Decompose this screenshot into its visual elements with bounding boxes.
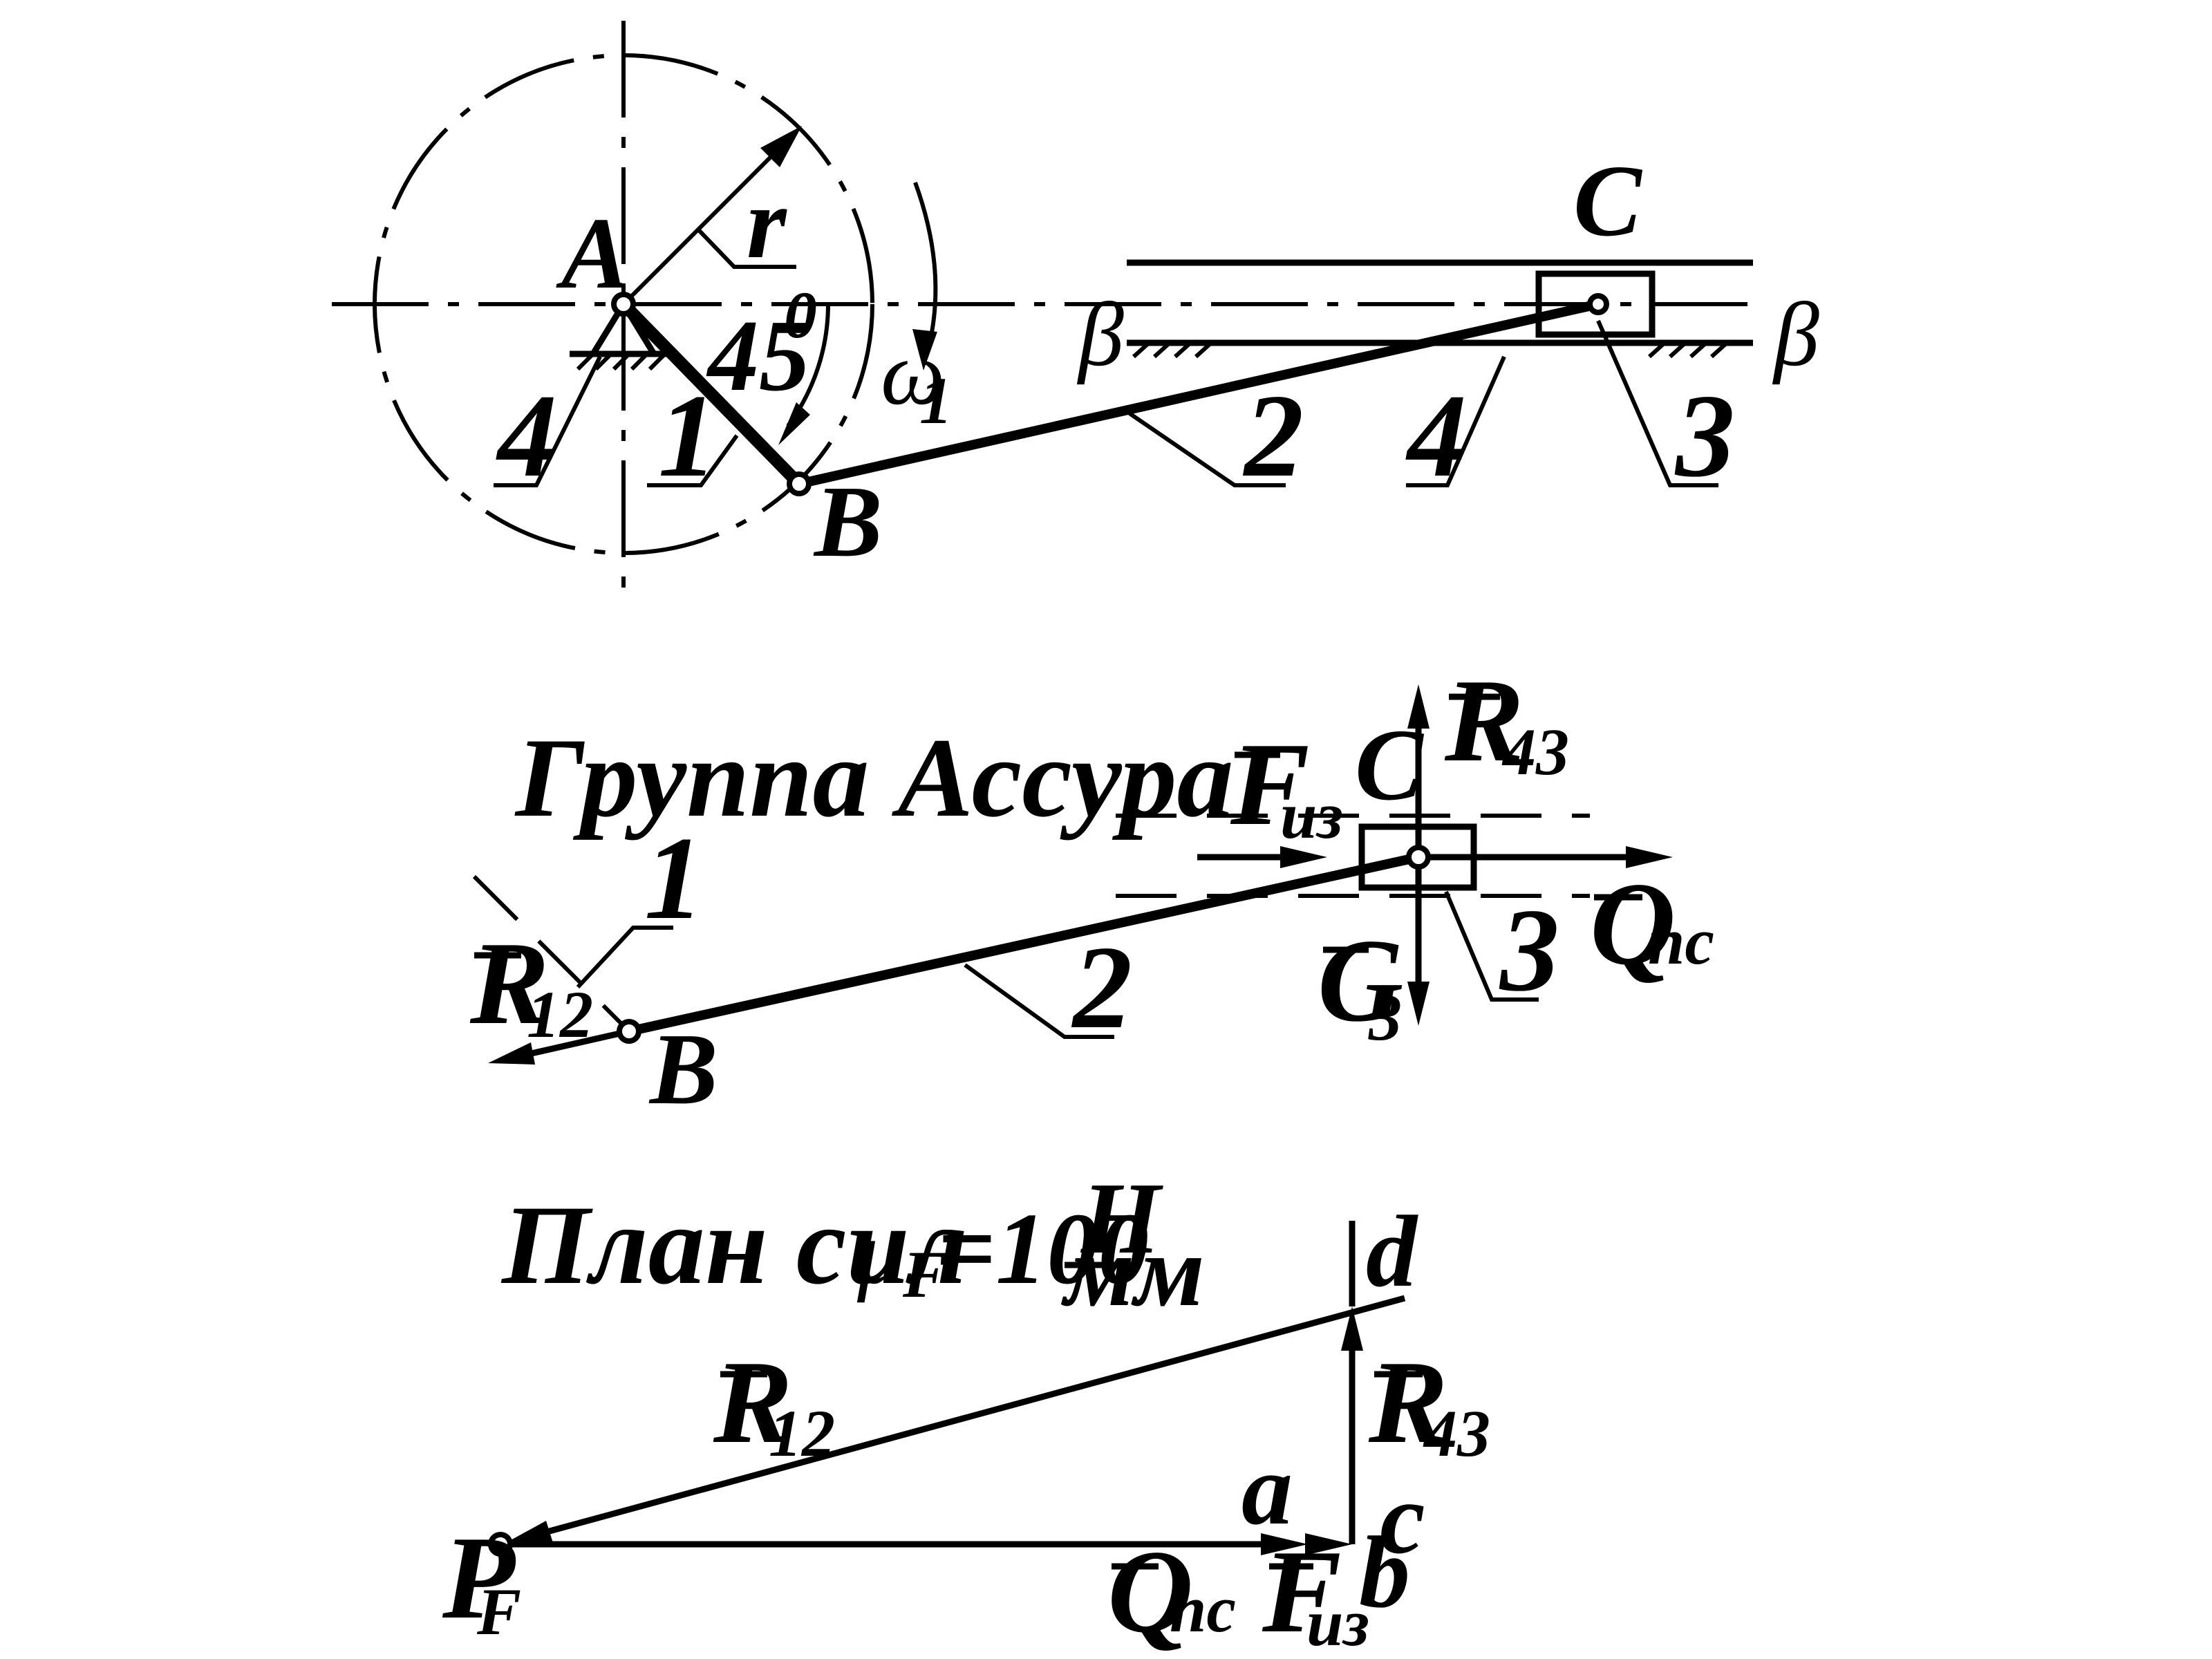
plan-qps-label: Q — [1107, 1526, 1193, 1658]
assur-joint-b — [617, 1019, 641, 1044]
g3-label: G — [1318, 915, 1403, 1047]
g3-subscript: 3 — [1368, 980, 1402, 1054]
scale-unit-denominator: мм — [1060, 1215, 1205, 1328]
joint-b — [787, 471, 812, 496]
guide-hatching-left — [1132, 342, 1212, 359]
qps-label: Q — [1590, 859, 1676, 990]
plan-r12-arrowhead — [503, 1521, 553, 1544]
leader-link-4-right — [1406, 355, 1506, 487]
finertia-label: F — [1230, 719, 1310, 850]
assur-point-b-label: B — [648, 1013, 718, 1126]
plan-finertia-subscript: из — [1306, 1586, 1369, 1659]
r43-label: R — [1444, 655, 1524, 787]
r12-subscript: 12 — [527, 977, 593, 1051]
link-3-label: 3 — [1674, 371, 1735, 502]
angle-arc-arrowhead — [778, 402, 810, 445]
link-4-left-label: 4 — [496, 371, 557, 502]
assur-joint-c — [1406, 845, 1431, 870]
finertia-arrowhead — [1280, 846, 1327, 868]
r12-label: R — [469, 918, 550, 1049]
link-2-label: 2 — [1242, 371, 1304, 502]
force-plan-diagram: План сил μ F =100 Н мм P F a b c d R 12 … — [442, 1162, 1490, 1659]
link-1-label: 1 — [658, 371, 718, 502]
angle-value-label: 45 — [706, 299, 810, 413]
plan-qps-arrowhead — [1261, 1533, 1308, 1555]
scale-mu-label: μ — [856, 1201, 903, 1303]
qps-subscript: пс — [1648, 904, 1714, 978]
plan-pole-subscript: F — [476, 1575, 521, 1649]
assur-group-title: Группа Ассура — [514, 715, 1234, 841]
plan-r12-subscript: 12 — [769, 1396, 835, 1470]
assur-leader-link-3 — [1444, 890, 1539, 1002]
joint-a — [611, 292, 636, 317]
omega-arc — [913, 181, 938, 346]
leader-link-3 — [1596, 319, 1718, 487]
point-a-label: A — [556, 197, 630, 310]
leader-link-1 — [647, 434, 739, 487]
point-b-label: B — [813, 465, 883, 579]
g3-arrowhead — [1407, 982, 1430, 1026]
plan-r12-label: R — [713, 1337, 793, 1468]
assur-link-3-label: 3 — [1499, 885, 1559, 1016]
assur-group-diagram: Группа Ассура B C R 12 R — [469, 655, 1714, 1126]
beta-left-label: β — [1076, 283, 1124, 385]
slider-block-c — [1535, 270, 1656, 338]
assur-leader-link-2 — [964, 963, 1114, 1039]
plan-point-b-label: b — [1359, 1516, 1410, 1629]
radius-arrowhead — [760, 126, 802, 167]
r43-subscript: 43 — [1501, 715, 1569, 789]
radius-leader — [696, 227, 796, 269]
omega-label: ω — [881, 322, 945, 424]
link-1-dashed-remnant — [472, 874, 631, 1033]
plan-point-a-label: a — [1241, 1433, 1293, 1546]
r43-arrowhead — [1407, 684, 1430, 729]
plan-pole-label: P — [442, 1512, 516, 1644]
plan-finertia-label: F — [1262, 1526, 1342, 1658]
point-c-label: C — [1573, 144, 1643, 258]
assur-point-c-label: C — [1355, 709, 1425, 822]
omega-arrowhead — [912, 329, 937, 371]
scale-equals-value: =100 — [937, 1192, 1149, 1306]
plan-r12-vector-line — [541, 1295, 1406, 1537]
radius-label: r — [747, 167, 787, 280]
beta-right-label: β — [1772, 283, 1819, 385]
force-plan-title: План сил — [500, 1183, 968, 1308]
assur-leader-link-1 — [576, 926, 673, 989]
r12-arrowhead — [488, 1042, 535, 1065]
omega-subscript: 1 — [919, 364, 953, 438]
radius-line — [621, 138, 790, 306]
plan-pole — [488, 1532, 513, 1557]
plan-r43-label: R — [1368, 1337, 1448, 1468]
assur-link-1-label: 1 — [644, 813, 704, 944]
connecting-rod-bc — [798, 299, 1600, 489]
plan-r43-arrowhead — [1341, 1306, 1363, 1351]
crank-link-ab — [619, 299, 804, 489]
guide-hatching-right — [1647, 342, 1727, 359]
plan-qps-subscript: пс — [1170, 1572, 1236, 1646]
scale-mu-subscript: F — [902, 1237, 947, 1311]
leader-link-2 — [1128, 411, 1286, 487]
leader-link-4-left — [494, 355, 602, 487]
qps-arrowhead — [1626, 846, 1673, 868]
finertia-subscript: из — [1280, 778, 1343, 852]
r12-vector-line — [525, 1028, 630, 1058]
scale-unit-numerator: Н — [1080, 1162, 1163, 1275]
plan-point-c-label: c — [1380, 1462, 1425, 1575]
mechanism-diagram: r 45 0 ω 1 — [332, 21, 1819, 588]
joint-c — [1587, 293, 1609, 315]
assur-link-2 — [628, 852, 1420, 1036]
plan-point-d-label: d — [1366, 1195, 1418, 1309]
plan-finertia-arrowhead — [1305, 1533, 1352, 1555]
angle-degree-label: 0 — [784, 278, 817, 352]
link-4-right-label: 4 — [1405, 371, 1467, 502]
plan-r43-subscript: 43 — [1423, 1396, 1490, 1470]
assur-link-2-label: 2 — [1071, 922, 1132, 1053]
